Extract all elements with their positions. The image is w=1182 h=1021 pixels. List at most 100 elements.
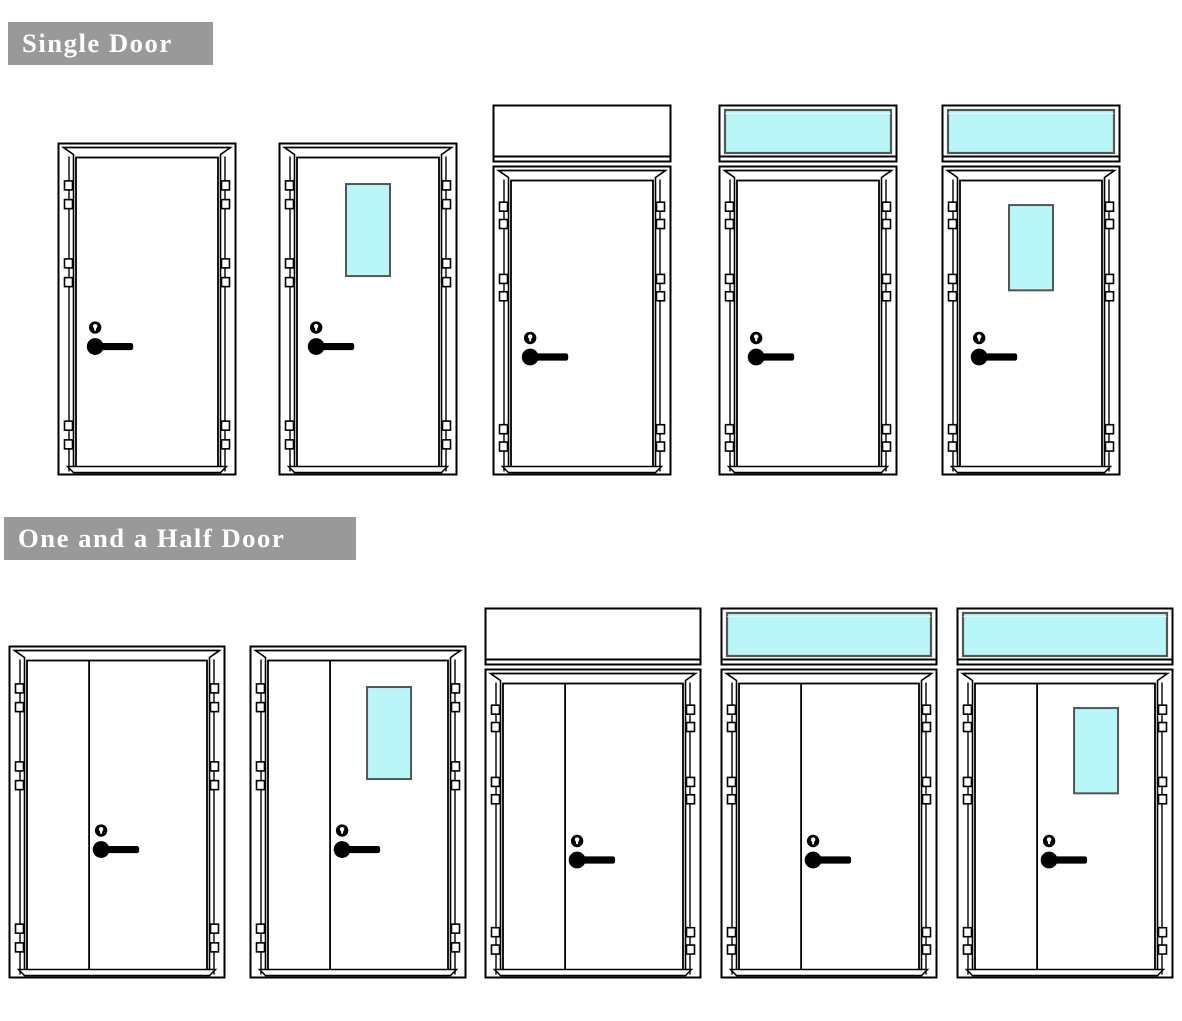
hinge-mark	[726, 926, 737, 938]
door-leaves-pair[interactable]	[267, 659, 449, 974]
transom-solid	[492, 104, 672, 163]
door-figure-single-plain[interactable]	[57, 142, 237, 476]
hinge-mark	[685, 944, 696, 955]
transom-solid	[484, 607, 702, 666]
door-figure-half-vision[interactable]	[249, 645, 467, 979]
section-header-one-and-a-half-door: One and a Half Door	[4, 517, 356, 560]
hinge-mark	[962, 944, 973, 955]
door-figure-half-transom-solid[interactable]	[484, 607, 702, 979]
door-hardware[interactable]	[747, 331, 795, 366]
lever-handle-icon[interactable]	[92, 841, 140, 858]
hinge-mark	[685, 793, 696, 805]
hinge-mark	[284, 258, 295, 269]
lever-handle-icon[interactable]	[747, 348, 795, 366]
hinge-mark	[724, 423, 735, 435]
hinge-mark	[947, 273, 958, 285]
keyhole-icon	[523, 331, 537, 345]
hinge-mark	[450, 701, 461, 713]
door-figure-half-plain[interactable]	[8, 645, 226, 979]
hinge-mark	[726, 704, 737, 715]
single-door-plain	[57, 142, 237, 476]
hinge-mark	[921, 721, 932, 733]
lever-handle-icon[interactable]	[333, 841, 381, 858]
threshold	[16, 968, 218, 977]
door-figure-single-transom-glazed-vision[interactable]	[941, 104, 1121, 476]
hinge-mark	[1104, 218, 1115, 230]
hinge-mark	[209, 761, 220, 772]
hinge-mark	[498, 218, 509, 230]
hinge-mark	[498, 290, 509, 302]
hinge-mark	[14, 942, 25, 953]
hinge-mark	[284, 276, 295, 288]
hinge-mark	[63, 420, 74, 431]
hinge-mark	[947, 423, 958, 435]
door-hardware[interactable]	[521, 331, 569, 366]
threshold	[257, 968, 459, 977]
hinge-mark	[14, 683, 25, 694]
threshold	[964, 968, 1166, 977]
hinge-mark	[947, 218, 958, 230]
single-door-with-solid-transom	[492, 104, 672, 476]
hinge-mark	[655, 273, 666, 285]
hinge-mark	[441, 180, 452, 191]
door-leaves-pair[interactable]	[974, 682, 1156, 974]
keyhole-icon	[749, 331, 763, 345]
hinge-mark	[1104, 423, 1115, 435]
hinge-mark	[1104, 201, 1115, 212]
door-hardware[interactable]	[86, 321, 134, 355]
hinge-mark	[724, 273, 735, 285]
hinge-mark	[962, 721, 973, 733]
hinge-mark	[921, 926, 932, 938]
transom-glazed	[718, 104, 898, 163]
door-figure-single-transom-glazed[interactable]	[718, 104, 898, 476]
lever-handle-icon[interactable]	[568, 851, 616, 869]
door-figure-single-transom-solid[interactable]	[492, 104, 672, 476]
threshold	[492, 968, 694, 977]
door-figure-single-vision[interactable]	[278, 142, 458, 476]
door-leaf[interactable]	[736, 179, 880, 471]
door-hardware[interactable]	[307, 321, 355, 355]
hinge-set	[724, 201, 892, 452]
lever-handle-icon[interactable]	[307, 338, 355, 355]
lever-handle-icon[interactable]	[970, 348, 1018, 366]
hinge-mark	[14, 701, 25, 713]
lever-handle-icon[interactable]	[1040, 851, 1088, 869]
keyhole-icon	[88, 321, 102, 334]
door-leaves-pair[interactable]	[26, 659, 208, 974]
hinge-mark	[881, 273, 892, 285]
door-leaf[interactable]	[510, 179, 654, 471]
hinge-mark	[255, 761, 266, 772]
door-hardware[interactable]	[333, 824, 381, 858]
hinge-mark	[255, 779, 266, 791]
hinge-mark	[1104, 290, 1115, 302]
hinge-mark	[685, 704, 696, 715]
hinge-mark	[220, 180, 231, 191]
door-figure-half-transom-glazed-vision[interactable]	[956, 607, 1174, 979]
door-leaves-pair[interactable]	[502, 682, 684, 974]
hinge-mark	[921, 776, 932, 788]
hinge-mark	[881, 441, 892, 452]
door-hardware[interactable]	[1040, 834, 1088, 869]
door-hardware[interactable]	[92, 824, 140, 858]
hinge-mark	[63, 258, 74, 269]
door-figure-half-transom-glazed[interactable]	[720, 607, 938, 979]
threshold	[728, 968, 930, 977]
door-leaf[interactable]	[75, 156, 219, 471]
threshold	[65, 465, 229, 474]
lever-handle-icon[interactable]	[804, 851, 852, 869]
hinge-mark	[1157, 926, 1168, 938]
door-hardware[interactable]	[804, 834, 852, 869]
lever-handle-icon[interactable]	[521, 348, 569, 366]
lever-handle-icon[interactable]	[86, 338, 134, 355]
door-leaves-pair[interactable]	[738, 682, 920, 974]
hinge-mark	[441, 198, 452, 210]
hinge-mark	[921, 944, 932, 955]
hinge-mark	[1157, 776, 1168, 788]
hinge-mark	[441, 420, 452, 431]
hinge-mark	[209, 942, 220, 953]
hinge-mark	[962, 776, 973, 788]
door-hardware[interactable]	[568, 834, 616, 869]
hinge-mark	[1157, 704, 1168, 715]
door-hardware[interactable]	[970, 331, 1018, 366]
